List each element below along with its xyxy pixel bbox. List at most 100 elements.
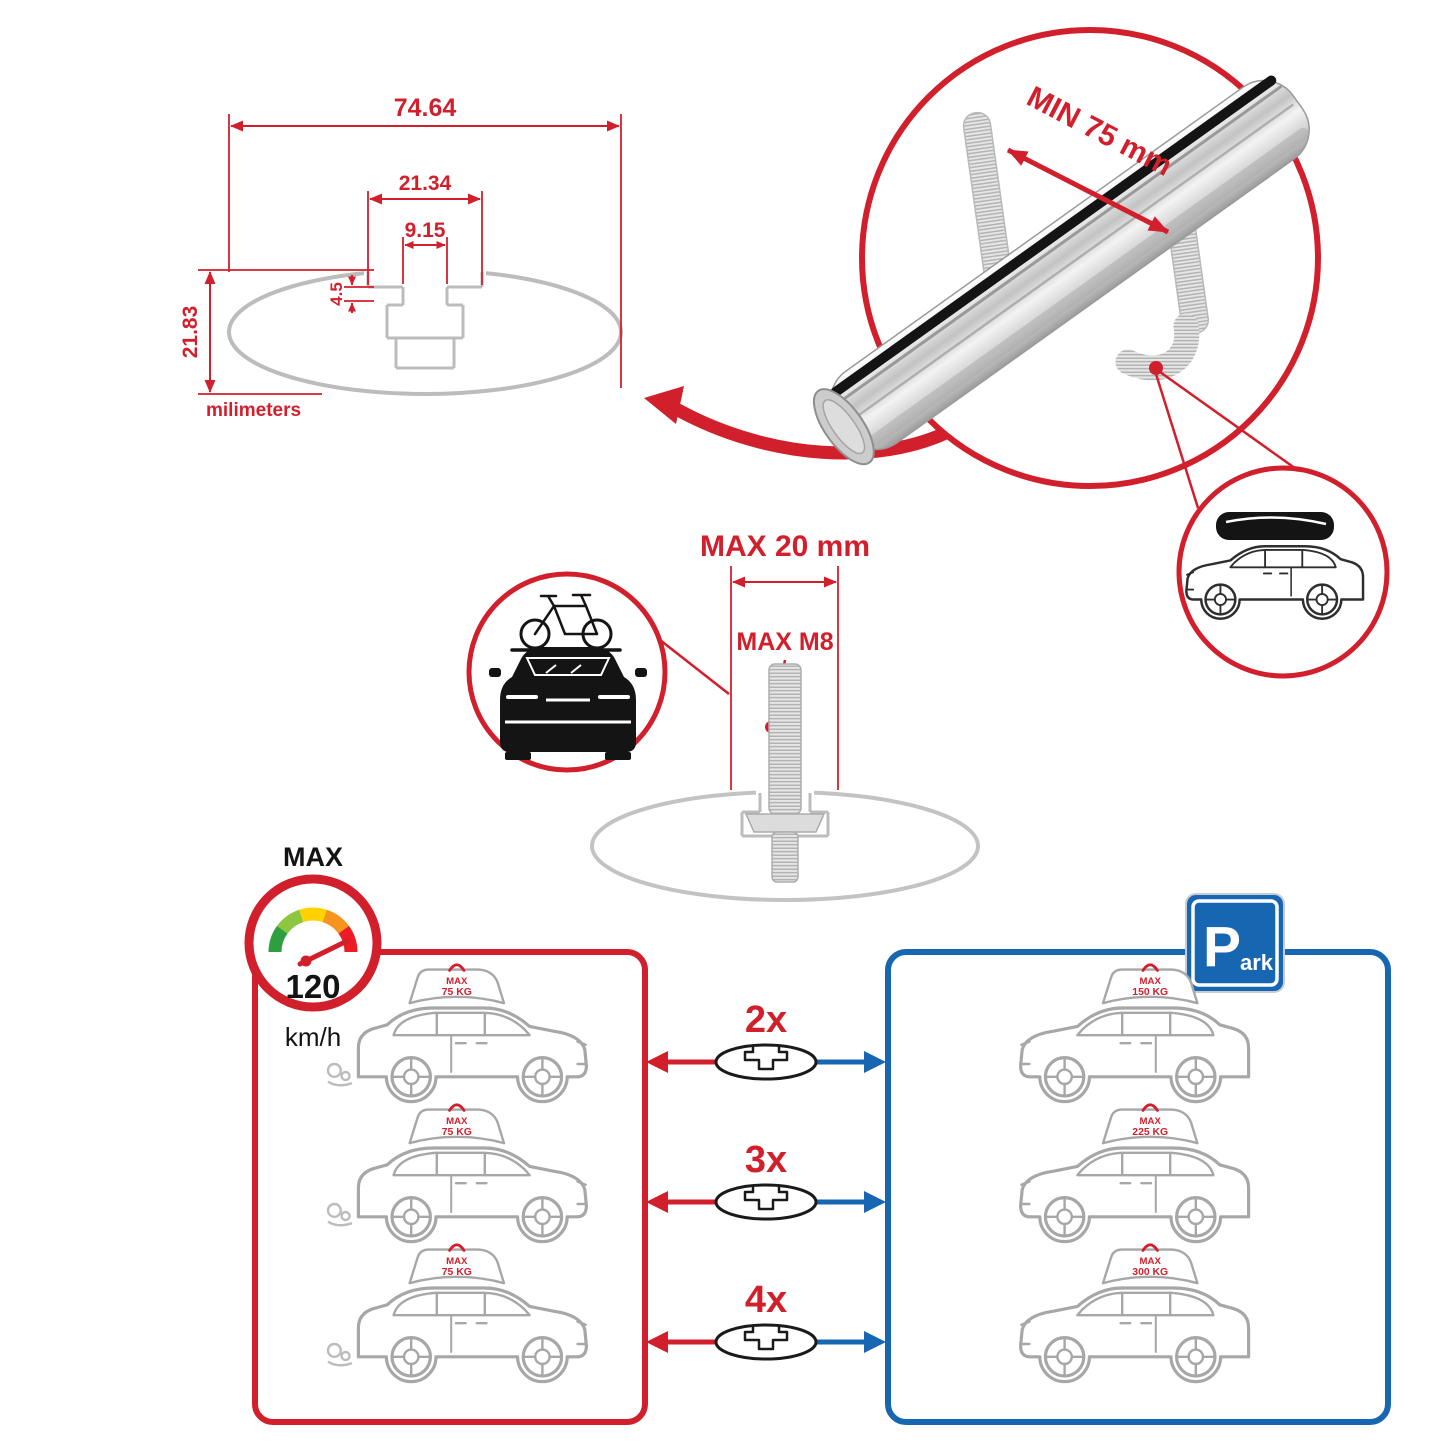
crossbar-shade xyxy=(867,127,1310,447)
parking-sign-frame xyxy=(1191,899,1279,987)
load-badge-max: MAX xyxy=(446,976,468,987)
load-badge-kg: 300 KG xyxy=(1132,1267,1168,1278)
load-badge-max: MAX xyxy=(1140,1256,1162,1267)
dim-total-height-label: 21.83 xyxy=(179,306,202,359)
load-badge-kg: 225 KG xyxy=(1132,1127,1168,1138)
load-badge-max: MAX xyxy=(1140,1116,1162,1127)
crossbar-groove xyxy=(836,84,1283,405)
multiplier-label: 4x xyxy=(745,1279,787,1321)
multiplier-label: 3x xyxy=(745,1139,787,1181)
min-width-arrow xyxy=(1006,147,1170,235)
parking-letter: P xyxy=(1203,915,1241,979)
load-badge-max: MAX xyxy=(1140,976,1162,987)
bike-frame xyxy=(533,593,599,636)
speed-limit-value: 120 xyxy=(285,968,340,1005)
dimension-total-width: 74.64 xyxy=(228,94,622,388)
profile-channel xyxy=(740,793,830,838)
load-badge-max: MAX xyxy=(446,1116,468,1127)
static-load-car: MAX 150 KG xyxy=(1018,963,1251,1104)
roof-bag: MAX 150 KG xyxy=(1101,963,1199,1005)
car-wheel xyxy=(505,752,531,760)
dim-lip-depth-label: 4.5 xyxy=(327,282,346,306)
load-badge-max: MAX xyxy=(446,1256,468,1267)
crossbar-profile-icon xyxy=(714,1183,818,1221)
dim-slot-width-label: 9.15 xyxy=(405,219,446,242)
callout-line xyxy=(1154,373,1200,509)
left-arrowhead xyxy=(646,1191,668,1213)
roof-bag: MAX 225 KG xyxy=(1101,1103,1199,1145)
load-row-2: MAX 75 KG 3x MAX 225 KG xyxy=(326,1103,1251,1244)
units-label: milimeters xyxy=(206,400,301,421)
right-arrowhead xyxy=(864,1191,886,1213)
crossbar-detail: MIN 75 mm xyxy=(812,27,1321,509)
crossbar-crease xyxy=(850,103,1295,422)
roof-bag: MAX 75 KG xyxy=(408,1103,506,1145)
dynamic-load-car: MAX 75 KG xyxy=(326,1243,589,1384)
static-load-car: MAX 300 KG xyxy=(1018,1243,1251,1384)
right-arrowhead xyxy=(864,1331,886,1353)
gauge-pivot xyxy=(300,955,312,967)
parking-sign-board xyxy=(1185,893,1285,993)
crossbar-end-inner xyxy=(822,399,866,455)
cross-section-diagram: 74.64 21.34 9.15 4.5 21.83 mili xyxy=(179,94,623,421)
speedometer-icon xyxy=(268,907,358,967)
pointer-arrow xyxy=(644,386,959,460)
roof-bag: MAX 75 KG xyxy=(408,1243,506,1285)
pointer-arrowhead xyxy=(644,386,684,424)
gauge-arc-yellow xyxy=(299,907,327,923)
gauge-arc-orange xyxy=(322,909,349,934)
load-badge-kg: 75 KG xyxy=(442,1267,472,1278)
load-row-3: MAX 75 KG 4x MAX 300 KG xyxy=(326,1243,1251,1384)
load-badge-kg: 150 KG xyxy=(1132,987,1168,998)
dimension-slot-width: 9.15 xyxy=(402,219,448,284)
load-badge-kg: 75 KG xyxy=(442,987,472,998)
roof-box-icon xyxy=(1216,512,1334,540)
row-connector: 3x xyxy=(646,1139,886,1221)
bolt-lower-shaft xyxy=(771,831,799,883)
speed-units-label: km/h xyxy=(285,1022,341,1052)
crossbar-profile-icon xyxy=(714,1043,818,1081)
dim-channel-width-label: 21.34 xyxy=(399,172,452,195)
roof-bag: MAX 300 KG xyxy=(1101,1243,1199,1285)
car-windshield xyxy=(525,657,611,676)
bolt-detail: MAX 20 mm MAX M8 xyxy=(590,530,980,902)
profile-outline xyxy=(227,268,623,396)
u-bolt-hook xyxy=(1115,313,1200,381)
gauge-arc-lime xyxy=(277,909,304,934)
left-arrowhead xyxy=(646,1051,668,1073)
car-grille xyxy=(505,698,631,724)
bike-car-callout xyxy=(466,571,730,773)
pointer-arrow-shaft xyxy=(671,403,959,460)
bolt-flange xyxy=(744,813,826,833)
row-connector: 2x xyxy=(646,999,886,1081)
dimension-lip-depth: 4.5 xyxy=(327,275,374,313)
dimension-total-height: 21.83 xyxy=(179,269,374,395)
profile-mask xyxy=(364,265,486,276)
speedometer-circle xyxy=(244,874,382,1012)
dynamic-load-car: MAX 75 KG xyxy=(326,1103,589,1244)
crossbar-render xyxy=(812,75,1310,466)
right-arrowhead xyxy=(864,1051,886,1073)
left-arrowhead xyxy=(646,1331,668,1353)
dim-total-width-label: 74.64 xyxy=(394,94,457,122)
dynamic-load-car: MAX 75 KG xyxy=(326,963,589,1104)
car-mirror xyxy=(489,668,501,677)
load-badge-kg: 75 KG xyxy=(442,1127,472,1138)
crossbar-profile-icon xyxy=(714,1323,818,1361)
static-load-car: MAX 225 KG xyxy=(1018,1103,1251,1244)
max-thread-label: MAX M8 xyxy=(736,628,833,656)
car-mirror xyxy=(635,668,647,677)
multiplier-label: 2x xyxy=(745,999,787,1041)
bolt-shaft xyxy=(768,663,802,815)
parking-letters-rest: ark xyxy=(1240,950,1274,975)
parking-sign: P ark xyxy=(1185,893,1285,993)
roof-bag: MAX 75 KG xyxy=(408,963,506,1005)
car-wipers xyxy=(545,664,582,674)
roof-box-highlight xyxy=(1225,516,1327,526)
load-row-1: MAX 75 KG 2x MAX 150 KG xyxy=(326,963,1251,1104)
callout-dot xyxy=(1149,361,1163,375)
max-width-label: MAX 20 mm xyxy=(700,530,870,563)
car-wheel xyxy=(605,752,631,760)
